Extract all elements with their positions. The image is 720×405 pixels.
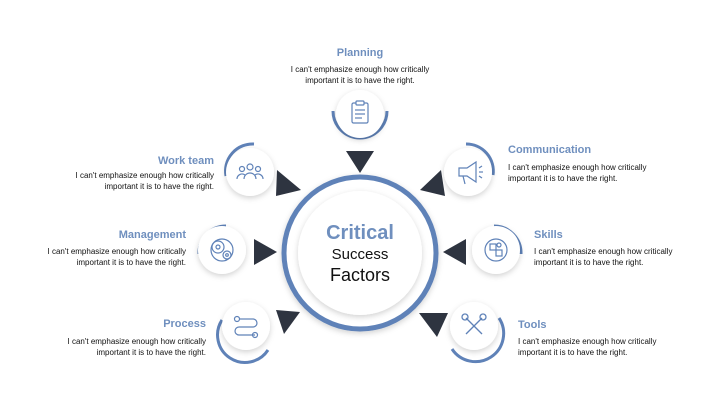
center-hub: [281, 174, 439, 332]
process-icon: [233, 315, 259, 339]
skills-title: Skills: [534, 229, 563, 241]
node-tools: [450, 302, 506, 364]
arrow-management: [254, 239, 277, 265]
arrows: [254, 151, 466, 337]
arrow-work-team: [276, 170, 301, 196]
node-process: [216, 302, 270, 364]
node-work-team: [224, 142, 274, 196]
arrow-process: [276, 310, 300, 334]
node-communication: [444, 142, 495, 196]
tools-title: Tools: [518, 319, 547, 331]
gears-icon: [210, 238, 234, 262]
arrow-skills: [443, 239, 466, 265]
arrow-planning: [346, 151, 374, 173]
arrow-tools: [419, 313, 448, 337]
work-team-title: Work team: [157, 155, 214, 167]
megaphone-icon: [458, 160, 483, 185]
center-title: Critical: [326, 222, 394, 244]
node-management: [197, 224, 246, 274]
management-title: Management: [118, 229, 186, 241]
tools-icon: [461, 313, 487, 335]
arrow-communication: [420, 170, 445, 196]
center-subtitle-1: Success: [331, 246, 389, 263]
puzzle-icon: [484, 238, 508, 262]
communication-title: Communication: [508, 144, 592, 156]
process-title: Process: [163, 318, 206, 330]
node-planning: [331, 90, 389, 140]
center-subtitle-2: Factors: [329, 265, 390, 285]
node-skills: [472, 224, 523, 274]
planning-title: Planning: [336, 47, 384, 59]
clipboard-icon: [351, 100, 369, 124]
team-icon: [236, 163, 264, 180]
